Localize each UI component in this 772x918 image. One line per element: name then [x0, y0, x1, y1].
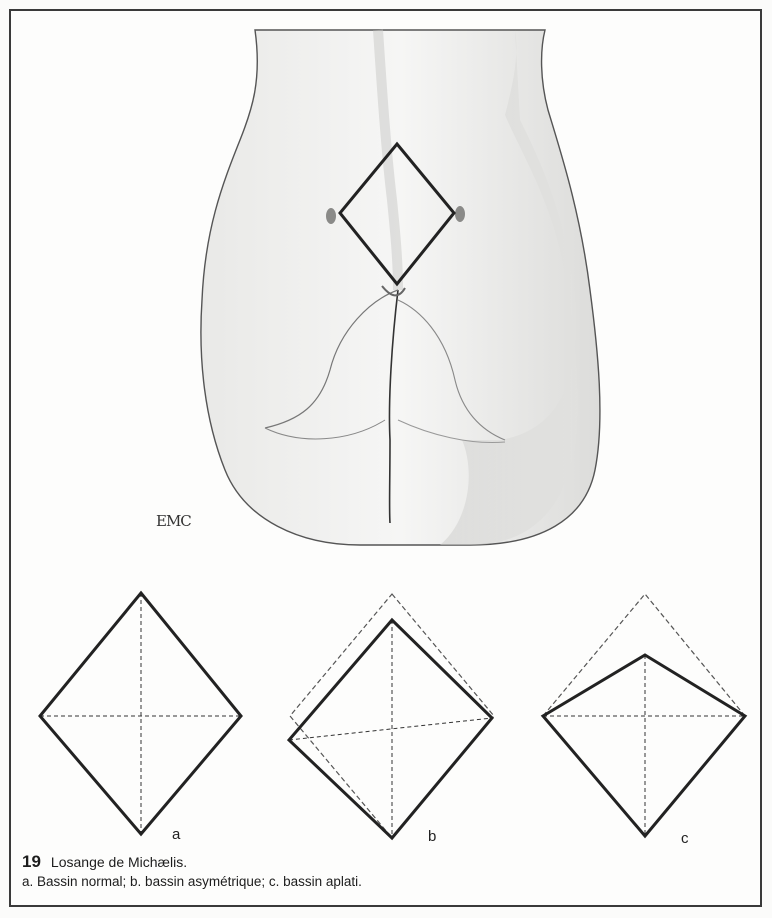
- figure-number: 19: [22, 852, 41, 871]
- diagram-label-a: a: [172, 826, 180, 843]
- emc-signature: EMC: [156, 512, 191, 530]
- figure-caption: 19 Losange de Michælis. a. Bassin normal;…: [22, 852, 742, 892]
- diagram-a-normal-pelvis: [40, 593, 241, 834]
- diagram-c-flat-pelvis: [543, 594, 745, 836]
- back-torso-illustration: [201, 30, 600, 545]
- figure-title: Losange de Michælis.: [51, 854, 187, 870]
- diagram-label-c: c: [681, 830, 689, 847]
- diagram-b-asymmetric-pelvis: [289, 594, 494, 838]
- figure-legend: a. Bassin normal; b. bassin asymétrique;…: [22, 872, 742, 892]
- diagram-label-b: b: [428, 828, 436, 845]
